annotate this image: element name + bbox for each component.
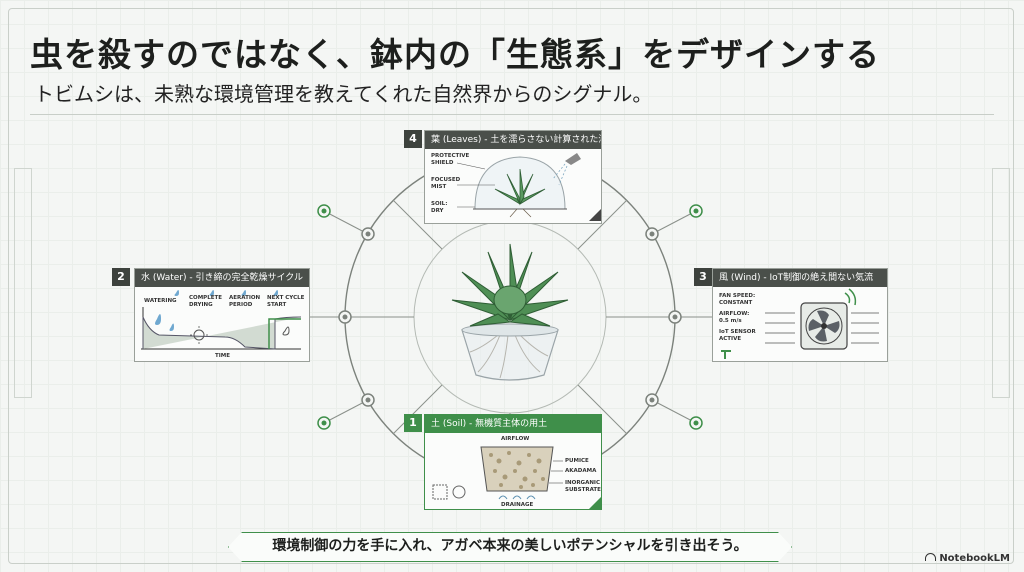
page-frame: [8, 8, 1014, 564]
water-label-watering: WATERING: [144, 298, 177, 304]
leaves-label-shield: PROTECTIVE SHIELD: [431, 153, 470, 166]
leaves-card-number: 4: [404, 130, 422, 148]
soil-card: 土 (Soil) - 無機質主体の用土 AIRFLOW PUMICE AKADA…: [424, 414, 602, 510]
wind-card-heading: 風 (Wind) - IoT制御の絶え間ない気流: [713, 269, 887, 287]
footer-text: 環境制御の力を手に入れ、アガベ本来の美しいポテンシャルを引き出そう。: [272, 538, 748, 554]
wind-label-fan-speed: FAN SPEED: CONSTANT: [719, 293, 756, 306]
brand-watermark: NotebookLM: [925, 553, 1010, 564]
wind-label-airflow: AIRFLOW: 0.5 m/s: [719, 311, 750, 324]
leaves-label-soil: SOIL: DRY: [431, 201, 448, 214]
soil-layer-illustration: [432, 446, 601, 509]
soil-label-airflow: AIRFLOW: [501, 436, 530, 442]
leaves-card-heading: 葉 (Leaves) - 土を濡らさない計算された潅水: [425, 131, 601, 149]
soil-label-drainage: DRAINAGE: [501, 502, 534, 508]
water-label-aeration: AERATION PERIOD: [229, 295, 261, 308]
page-subtitle: トビムシは、未熟な環境管理を教えてくれた自然界からのシグナル。: [34, 82, 653, 106]
water-card-heading: 水 (Water) - 引き締の完全乾燥サイクル: [135, 269, 309, 287]
leaves-label-mist: FOCUSED MIST: [431, 177, 461, 190]
water-card-number: 2: [112, 268, 130, 286]
soil-label-pumice: PUMICE: [565, 458, 589, 464]
leaves-illustration: [456, 153, 601, 221]
water-axis-time: TIME: [215, 353, 231, 359]
soil-card-number: 1: [404, 414, 422, 432]
agave-plant-illustration: [451, 243, 569, 381]
brand-name: NotebookLM: [939, 553, 1010, 564]
wind-card: 風 (Wind) - IoT制御の絶え間ない気流 FAN SPEED: CONS…: [712, 268, 888, 362]
water-cycle-graph: [141, 290, 302, 350]
leaves-card: 葉 (Leaves) - 土を濡らさない計算された潅水 PROTECTIVE S…: [424, 130, 602, 224]
water-card: 水 (Water) - 引き締の完全乾燥サイクル WATERING COMPLE…: [134, 268, 310, 362]
soil-card-heading: 土 (Soil) - 無機質主体の用土: [425, 415, 601, 433]
wind-label-iot-sensor: IoT SENSOR ACTIVE: [719, 329, 756, 342]
water-label-drying: COMPLETE DRYING: [189, 295, 222, 308]
left-frame-ornament: [14, 168, 32, 398]
soil-label-inorganic: INORGANIC SUBSTRATE: [565, 480, 601, 493]
wind-card-number: 3: [694, 268, 712, 286]
page-title: 虫を殺すのではなく、鉢内の「生態系」をデザインする: [30, 35, 880, 74]
right-frame-ornament: [992, 168, 1010, 398]
soil-label-akadama: AKADAMA: [565, 468, 597, 474]
water-label-next-cycle: NEXT CYCLE START: [267, 295, 305, 308]
wind-fan-illustration: [721, 288, 879, 359]
footer-banner: 環境制御の力を手に入れ、アガベ本来の美しいポテンシャルを引き出そう。: [228, 532, 792, 562]
title-separator: [30, 114, 994, 115]
brand-logo-icon: [925, 553, 937, 561]
ring-nodes: [317, 204, 703, 430]
